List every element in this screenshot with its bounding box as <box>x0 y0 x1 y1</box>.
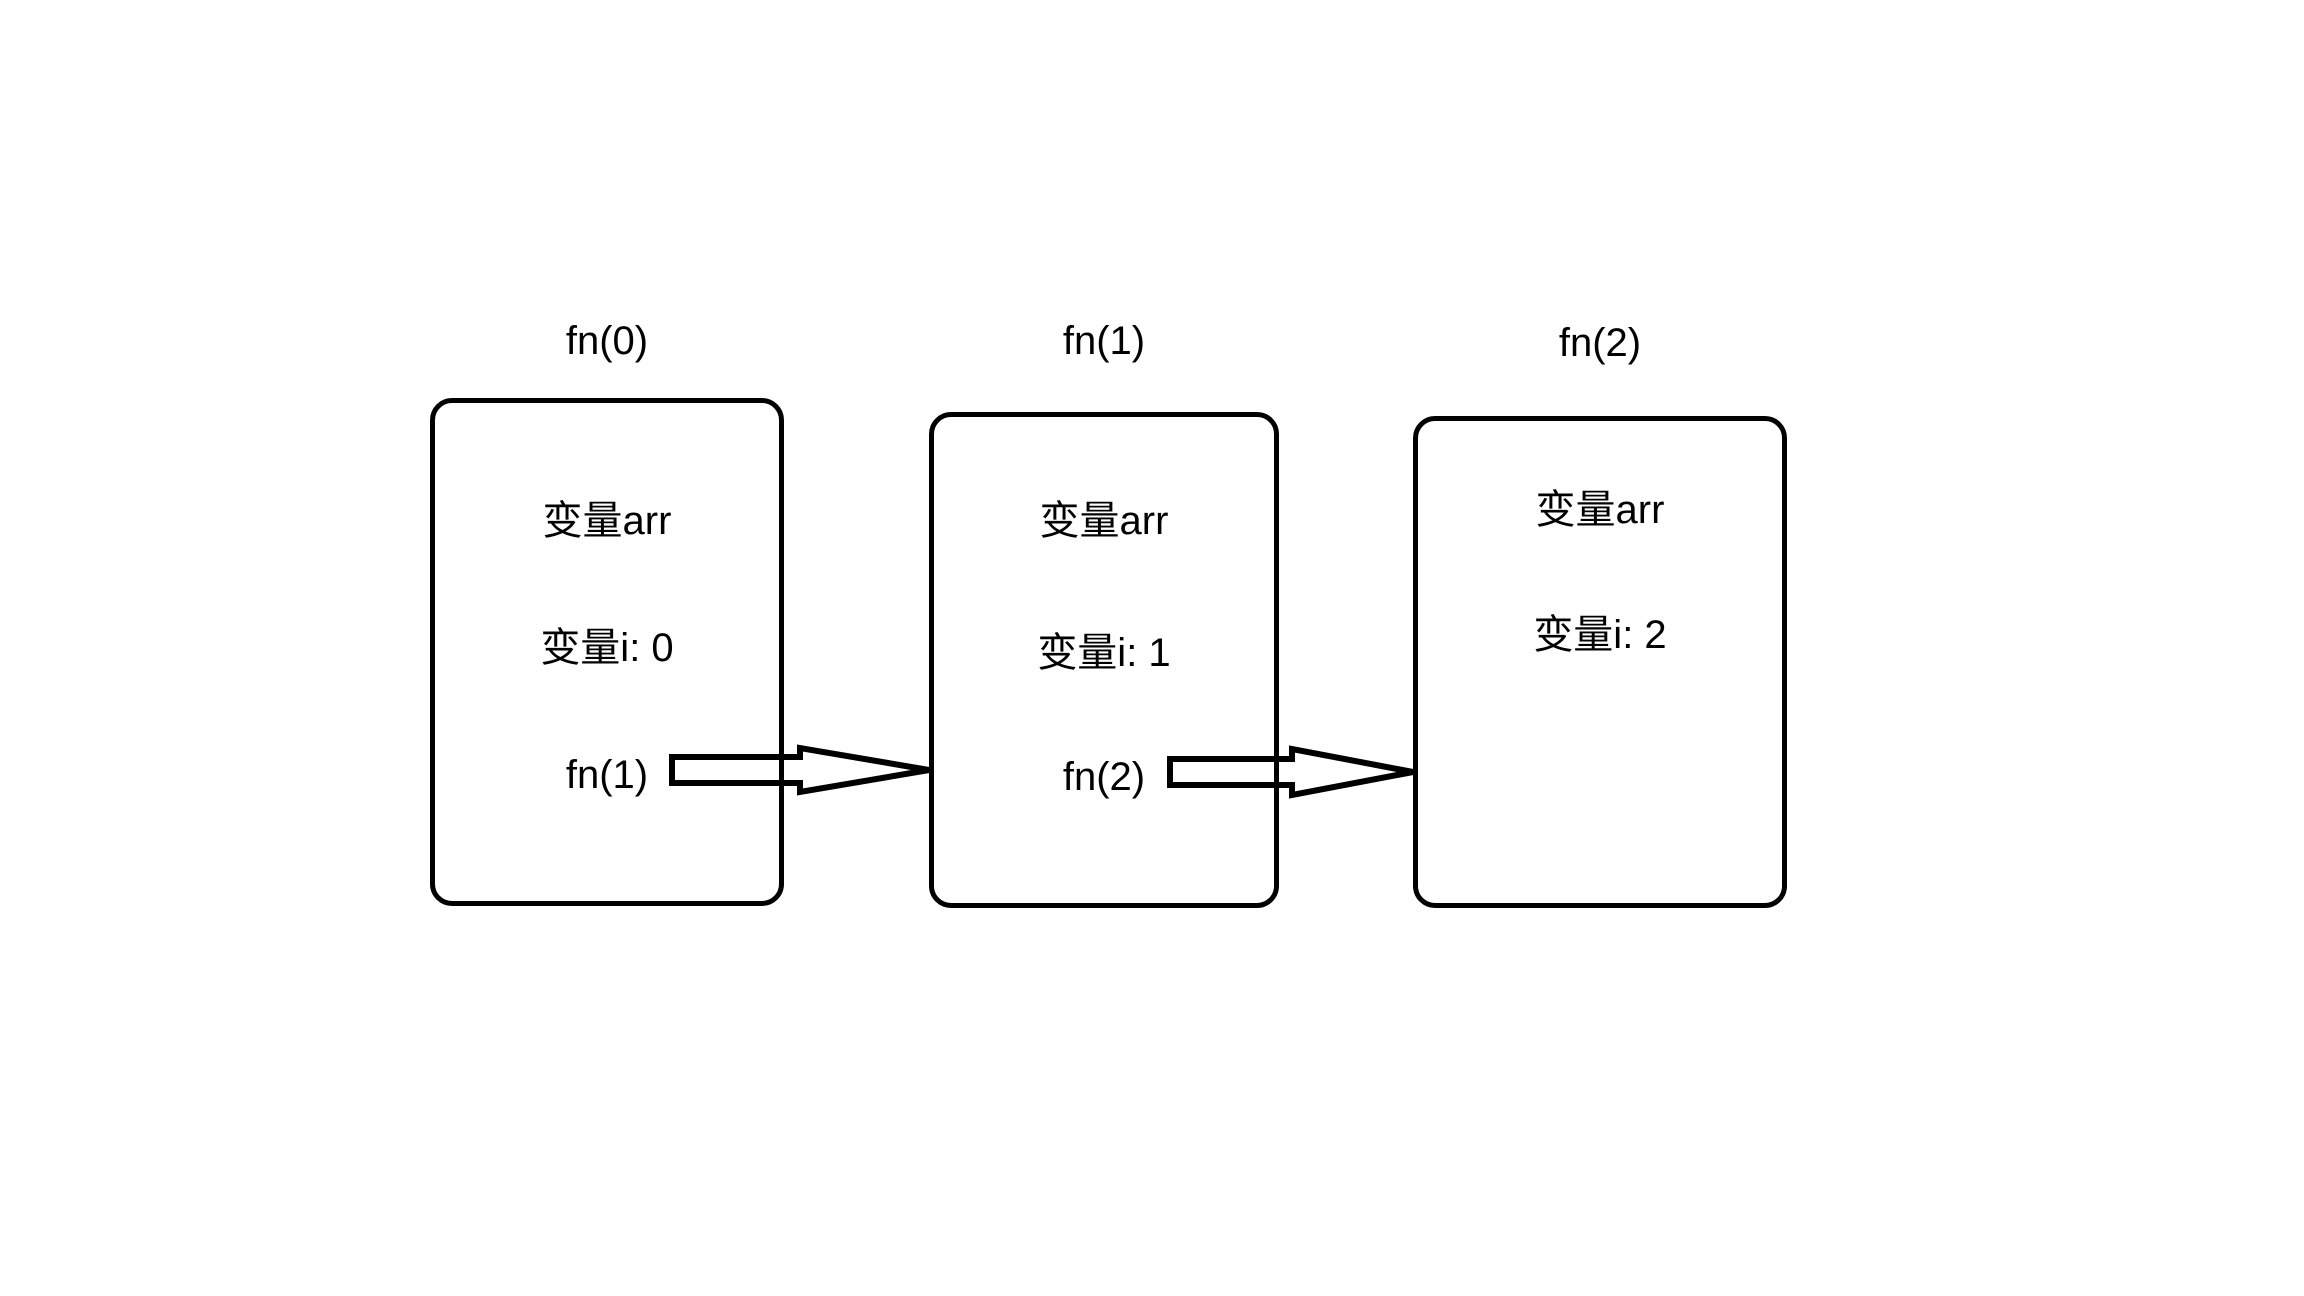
frame-row-var-i: 变量i: 1 <box>1037 631 1171 675</box>
frame-row-var-arr: 变量arr <box>1039 499 1169 543</box>
frame-row-var-arr: 变量arr <box>1535 488 1665 532</box>
frame-title-fn2: fn(2) <box>1558 321 1642 365</box>
stack-frame-fn2: 变量arr 变量i: 2 <box>1413 416 1787 908</box>
stack-frame-fn1: 变量arr 变量i: 1 fn(2) <box>929 412 1279 908</box>
frame-title-fn0: fn(0) <box>565 319 649 363</box>
frame-title-fn1: fn(1) <box>1062 319 1146 363</box>
frame-row-var-i: 变量i: 2 <box>1533 613 1667 657</box>
frame-row-call: fn(2) <box>1062 755 1146 799</box>
frame-row-var-i: 变量i: 0 <box>540 626 674 670</box>
frame-row-var-arr: 变量arr <box>542 499 672 543</box>
stack-frame-fn0: 变量arr 变量i: 0 fn(1) <box>430 398 784 906</box>
frame-row-call: fn(1) <box>565 753 649 797</box>
